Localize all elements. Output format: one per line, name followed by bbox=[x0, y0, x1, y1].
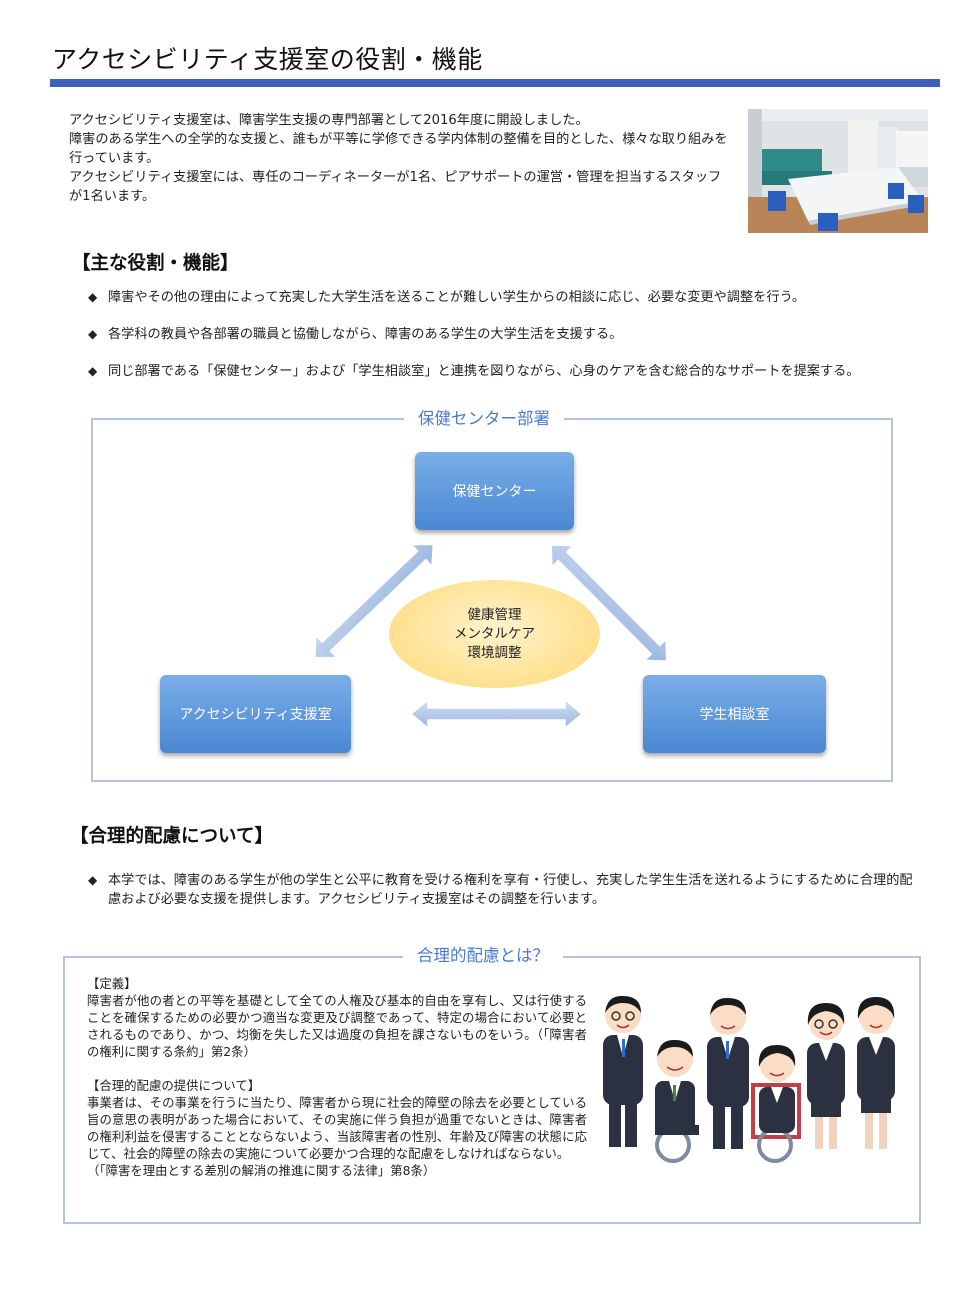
provision-label: 【合理的配慮の提供について】 bbox=[87, 1078, 261, 1093]
person-illustration bbox=[857, 997, 895, 1149]
students-illustration bbox=[595, 993, 905, 1163]
room-photo bbox=[748, 109, 928, 233]
service-line: 健康管理 bbox=[467, 606, 522, 623]
definition-block: 【定義】 障害者が他の者との平等を基礎として全ての人権及び基本的自由を享有し、又… bbox=[87, 975, 587, 1060]
health-center-box: 保健センター bbox=[415, 452, 574, 530]
provision-body: 事業者は、その事業を行うに当たり、障害者から現に社会的障壁の除去を必要としている… bbox=[87, 1095, 587, 1161]
title-underline bbox=[50, 79, 940, 87]
service-line: 環境調整 bbox=[467, 644, 522, 661]
accommodation-text: 本学では、障害のある学生が他の学生と公平に教育を受ける権利を享有・行使し、充実し… bbox=[108, 873, 913, 907]
diamond-bullet-icon: ◆ bbox=[88, 873, 98, 887]
person-illustration bbox=[751, 1045, 801, 1163]
accessibility-office-box: アクセシビリティ支援室 bbox=[160, 675, 351, 753]
diamond-bullet-icon: ◆ bbox=[88, 290, 98, 304]
list-item: ◆ 本学では、障害のある学生が他の学生と公平に教育を受ける権利を享有・行使し、充… bbox=[88, 871, 923, 909]
role-text: 障害やその他の理由によって充実した大学生活を送ることが難しい学生からの相談に応じ… bbox=[108, 290, 806, 305]
diamond-bullet-icon: ◆ bbox=[88, 327, 98, 341]
page-title: アクセシビリティ支援室の役割・機能 bbox=[52, 45, 483, 74]
person-illustration bbox=[655, 1039, 699, 1163]
roles-heading: 【主な役割・機能】 bbox=[72, 253, 239, 274]
list-item: ◆ 障害やその他の理由によって充実した大学生活を送ることが難しい学生からの相談に… bbox=[88, 288, 948, 325]
provision-source: （「障害を理由とする差別の解消の推進に関する法律」第8条） bbox=[87, 1163, 436, 1178]
service-line: メンタルケア bbox=[454, 625, 535, 642]
student-counseling-box: 学生相談室 bbox=[643, 675, 826, 753]
person-illustration bbox=[603, 995, 643, 1147]
definition-body: 障害者が他の者との平等を基礎として全ての人権及び基本的自由を享有し、又は行使する… bbox=[87, 993, 587, 1059]
person-illustration bbox=[807, 1003, 845, 1149]
role-text: 各学科の教員や各部署の職員と協働しながら、障害のある学生の大学生活を支援する。 bbox=[108, 327, 623, 342]
intro-line-3: アクセシビリティ支援室には、専任のコーディネーターが1名、ピアサポートの運営・管… bbox=[69, 170, 722, 204]
accommodation-definition-text: 【定義】 障害者が他の者との平等を基礎として全ての人権及び基本的自由を享有し、又… bbox=[87, 975, 587, 1179]
diagram-title: 保健センター部署 bbox=[404, 405, 564, 429]
definition-label: 【定義】 bbox=[87, 976, 137, 991]
accommodation-box-title: 合理的配慮とは？ bbox=[403, 942, 563, 966]
diamond-bullet-icon: ◆ bbox=[88, 364, 98, 378]
list-item: ◆ 同じ部署である「保健センター」および「学生相談室」と連携を図りながら、心身の… bbox=[88, 362, 948, 399]
services-ellipse: 健康管理 メンタルケア 環境調整 bbox=[389, 580, 600, 688]
intro-line-1: アクセシビリティ支援室は、障害学生支援の専門部署として2016年度に開設しました… bbox=[69, 113, 589, 128]
roles-list: ◆ 障害やその他の理由によって充実した大学生活を送ることが難しい学生からの相談に… bbox=[88, 288, 948, 399]
accommodation-list: ◆ 本学では、障害のある学生が他の学生と公平に教育を受ける権利を享有・行使し、充… bbox=[88, 871, 923, 909]
role-text: 同じ部署である「保健センター」および「学生相談室」と連携を図りながら、心身のケア… bbox=[108, 364, 860, 379]
person-illustration bbox=[707, 997, 749, 1149]
provision-block: 【合理的配慮の提供について】 事業者は、その事業を行うに当たり、障害者から現に社… bbox=[87, 1077, 587, 1179]
list-item: ◆ 各学科の教員や各部署の職員と協働しながら、障害のある学生の大学生活を支援する… bbox=[88, 325, 948, 362]
accommodation-heading: 【合理的配慮について】 bbox=[70, 826, 273, 847]
intro-text: アクセシビリティ支援室は、障害学生支援の専門部署として2016年度に開設しました… bbox=[69, 111, 734, 206]
intro-line-2: 障害のある学生への全学的な支援と、誰もが平等に学修できる学内体制の整備を目的とし… bbox=[69, 132, 728, 166]
